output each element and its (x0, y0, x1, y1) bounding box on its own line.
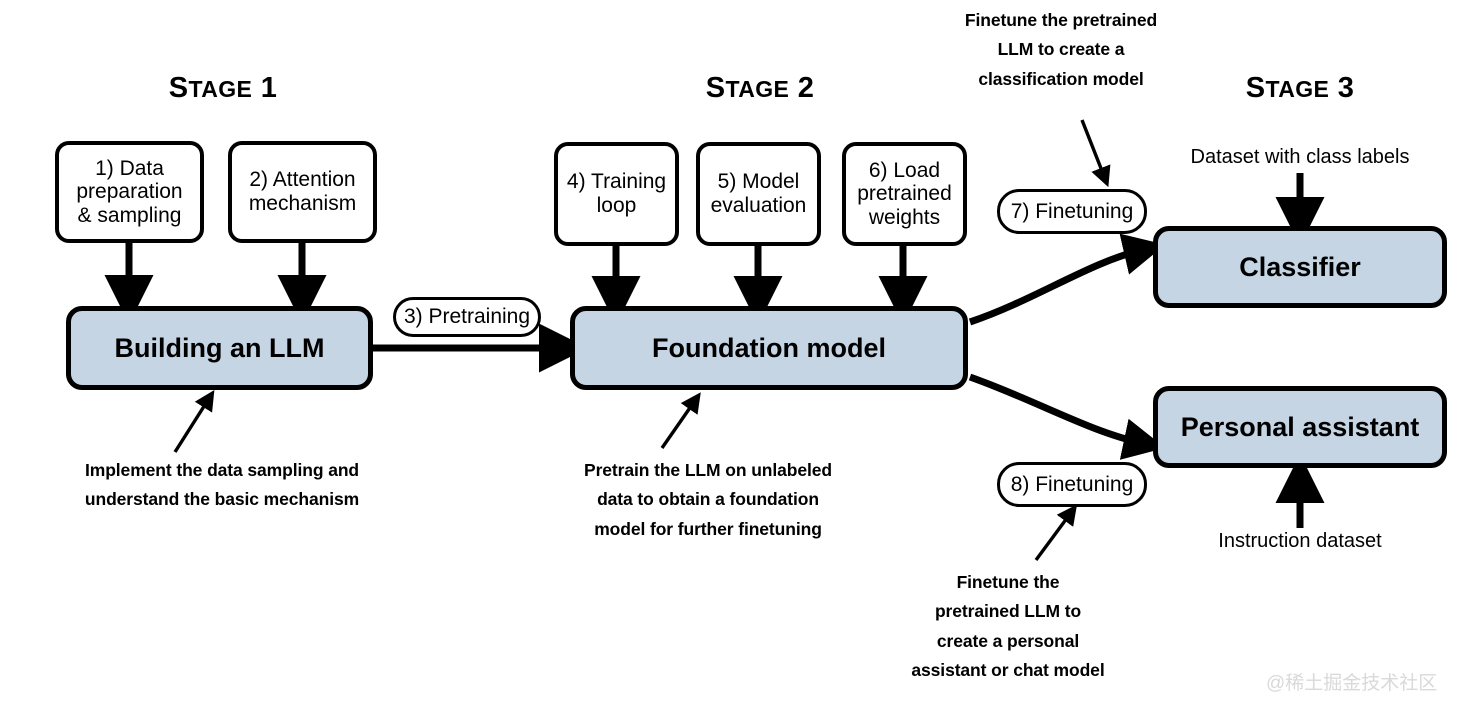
stage-title-3: STAGE 3 (1232, 72, 1368, 105)
step-pill-7-finetuning[interactable]: 7) Finetuning (997, 189, 1147, 234)
watermark: @稀土掘金技术社区 (1266, 673, 1438, 694)
stage-title-3-number: 3 (1329, 72, 1355, 104)
stage-title-1-lead: S (168, 72, 189, 104)
stage-title-1-number: 1 (252, 72, 278, 104)
stage-title-2-lead: S (705, 72, 726, 104)
label-instruction-dataset: Instruction dataset (1218, 530, 1382, 552)
stage-title-3-rest: TAGE (1265, 76, 1330, 102)
arrow-foundation-to-assistant (968, 373, 1166, 460)
step-box-4-training-loop[interactable]: 4) Training loop (554, 142, 679, 246)
outcome-box-classifier[interactable]: Classifier (1153, 226, 1447, 308)
stage-title-2-rest: TAGE (725, 76, 790, 102)
caption-assistant: Finetune the pretrained LLM to create a … (911, 572, 1105, 681)
arrow-caption-assistant (1034, 504, 1078, 562)
arrow-caption-stage2 (660, 392, 701, 449)
outcome-box-building-an-llm[interactable]: Building an LLM (66, 306, 373, 390)
stage-title-1: STAGE 1 (155, 72, 291, 105)
arrow-caption-classifier (1080, 119, 1111, 188)
outcome-box-personal-assistant[interactable]: Personal assistant (1153, 386, 1447, 468)
arrow-foundation-to-classifier (968, 233, 1166, 326)
step-box-1-data-preparation[interactable]: 1) Data preparation & sampling (55, 141, 204, 243)
caption-stage2: Pretrain the LLM on unlabeled data to ob… (584, 460, 832, 539)
step-pill-8-finetuning[interactable]: 8) Finetuning (997, 462, 1147, 507)
stage-title-2-number: 2 (789, 72, 815, 104)
outcome-box-foundation-model[interactable]: Foundation model (570, 306, 968, 390)
step-box-6-load-pretrained-weights[interactable]: 6) Load pretrained weights (842, 142, 967, 246)
caption-classifier: Finetune the pretrained LLM to create a … (964, 10, 1158, 89)
label-dataset-with-class-labels: Dataset with class labels (1190, 146, 1410, 168)
step-box-2-attention-mechanism[interactable]: 2) Attention mechanism (228, 141, 377, 243)
step-pill-3-pretraining[interactable]: 3) Pretraining (393, 297, 541, 337)
stage-title-2: STAGE 2 (692, 72, 828, 105)
step-box-5-model-evaluation[interactable]: 5) Model evaluation (696, 142, 821, 246)
arrow-caption-stage1 (173, 389, 215, 453)
stage-title-1-rest: TAGE (188, 76, 253, 102)
stage-title-3-lead: S (1245, 72, 1266, 104)
caption-stage1: Implement the data sampling and understa… (84, 460, 360, 510)
